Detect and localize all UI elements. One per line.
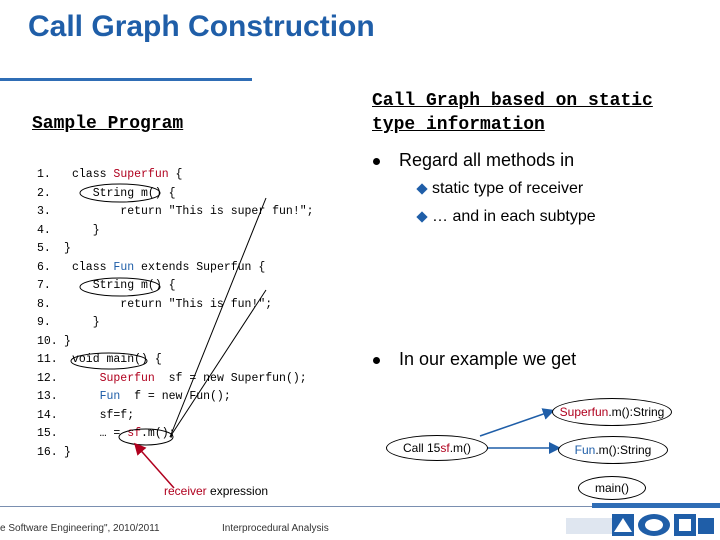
code-token: .m(); — [141, 427, 176, 440]
call-graph-heading: Call Graph based on static type informat… — [372, 89, 653, 137]
receiver-word: receiver — [164, 484, 207, 498]
code-text: return "This is fun!"; — [72, 296, 272, 314]
code-token: sf=f; — [72, 408, 135, 422]
line-number: 13. — [37, 390, 58, 403]
code-token: } — [64, 242, 71, 255]
sample-program-heading: Sample Program — [32, 114, 184, 134]
code-token: extends Superfun { — [134, 260, 266, 274]
code-token: return "This is super fun!"; — [72, 205, 314, 218]
code-token: return "This is fun!"; — [72, 297, 273, 311]
line-number: 15. — [37, 427, 58, 440]
call-graph-heading-line-2: type information — [372, 115, 545, 135]
node-superfun-class: Superfun — [559, 405, 609, 419]
university-logo — [566, 512, 716, 538]
node-call-15-suffix: .m() — [449, 441, 472, 455]
bullet-icon — [373, 158, 380, 165]
code-text: } — [72, 222, 100, 240]
node-call-15-prefix: Call 15 — [402, 441, 441, 455]
line-number: 1. — [37, 168, 51, 181]
bullet-our-example: In our example we get — [399, 349, 577, 369]
node-superfun-method: .m():String — [608, 405, 665, 419]
code-text: } — [64, 444, 71, 462]
line-number: 7. — [37, 279, 51, 292]
code-token: Fun — [113, 260, 135, 274]
node-call-15-receiver: sf — [440, 441, 450, 455]
node-fun-class: Fun — [574, 443, 596, 457]
slide-title: Call Graph Construction — [28, 10, 375, 43]
superfun-m-ellipse — [79, 183, 161, 203]
footer-accent-bar — [592, 503, 720, 508]
main-ellipse — [70, 352, 148, 370]
footer-rule — [0, 506, 720, 507]
code-token: { — [168, 168, 183, 181]
title-underline — [0, 78, 252, 81]
line-number: 11. — [37, 353, 58, 366]
code-text: class Superfun { — [72, 166, 182, 184]
line-number: 6. — [37, 260, 51, 274]
code-text: } — [72, 314, 100, 332]
code-token: sf = new Superfun(); — [154, 371, 307, 385]
code-text: String m() { — [72, 277, 176, 295]
node-fun-method: .m():String — [595, 443, 652, 457]
code-text: return "This is super fun!"; — [72, 203, 314, 221]
call-graph-heading-line-1: Call Graph based on static — [372, 91, 653, 111]
code-text: Fun f = new Fun(); — [72, 388, 231, 406]
code-text: } — [64, 240, 71, 258]
code-token: Superfun — [72, 371, 155, 385]
sub-bullet-static-type: static type of receiver — [432, 180, 584, 197]
code-text: } — [64, 333, 71, 351]
code-token: Fun — [72, 390, 121, 403]
receiver-expression-label: receiver expression — [164, 484, 268, 498]
fun-m-ellipse — [79, 277, 161, 297]
node-main: main() — [578, 476, 646, 500]
line-number: 9. — [37, 316, 51, 329]
code-token: } — [64, 445, 71, 459]
university-logo-graphic — [566, 514, 714, 536]
code-text: sf=f; — [72, 407, 135, 425]
code-token: } — [64, 334, 71, 348]
edge-to-superfun-m — [479, 408, 555, 437]
code-text: Superfun sf = new Superfun(); — [72, 370, 307, 388]
line-number: 2. — [37, 186, 51, 200]
node-superfun-m: Superfun.m():String — [552, 398, 672, 426]
line-number: 14. — [37, 408, 58, 422]
footer-topic: Interprocedural Analysis — [222, 523, 329, 534]
code-text: class Fun extends Superfun { — [72, 259, 265, 277]
code-token: class — [72, 260, 114, 274]
code-token: … = — [72, 427, 128, 440]
line-number: 4. — [37, 223, 51, 237]
call-to-fun-m-line — [169, 289, 267, 438]
expression-word: expression — [206, 484, 269, 498]
bullet-icon — [373, 357, 380, 364]
code-token: Superfun — [113, 168, 169, 181]
code-token: } — [72, 316, 100, 329]
code-token: } — [72, 223, 100, 237]
bullet-regard-methods: Regard all methods in — [399, 150, 575, 170]
line-number: 10. — [37, 334, 58, 348]
footer-course: e Software Engineering", 2010/2011 — [0, 523, 160, 534]
line-number: 12. — [37, 371, 58, 385]
code-token: class — [72, 168, 114, 181]
call-15-ellipse — [118, 428, 174, 446]
line-number: 5. — [37, 242, 51, 255]
line-number: 16. — [37, 445, 58, 459]
line-number: 8. — [37, 297, 51, 311]
call-to-superfun-m-line — [169, 197, 267, 438]
node-call-15: Call 15 sf.m() — [386, 435, 488, 461]
code-token: String m() { — [72, 279, 176, 292]
receiver-arrow — [134, 442, 175, 489]
code-token: f = new Fun(); — [120, 390, 231, 403]
line-number: 3. — [37, 205, 51, 218]
node-fun-m: Fun.m():String — [558, 436, 668, 464]
sub-bullet-subtype: … and in each subtype — [432, 208, 596, 225]
